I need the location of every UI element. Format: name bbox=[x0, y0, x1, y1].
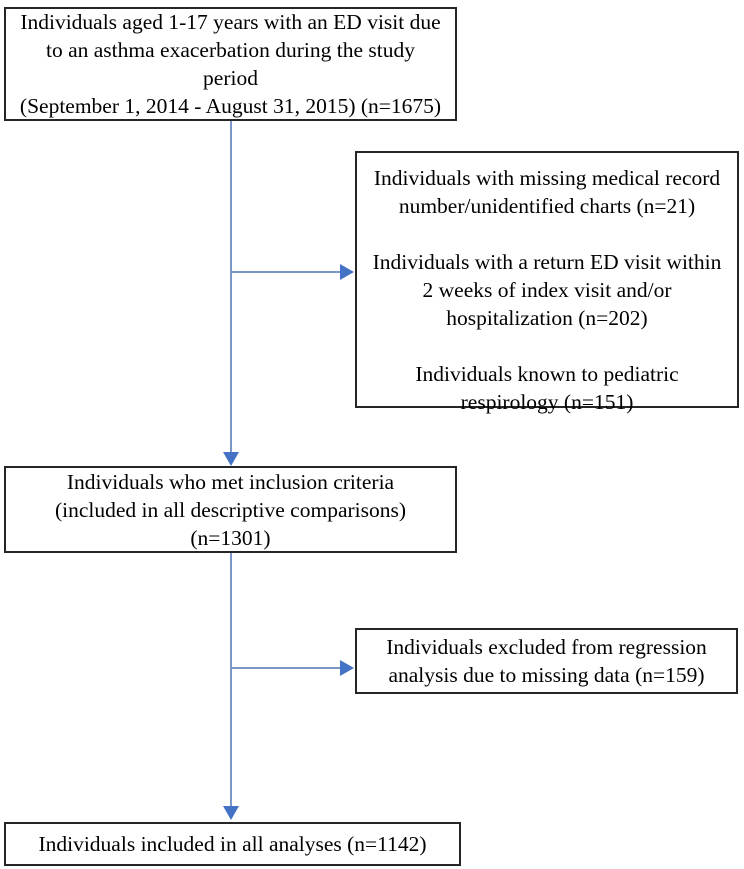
box-initial-exclusions: Individuals with missing medical record … bbox=[355, 151, 739, 414]
box-text-line: Individuals excluded from regression bbox=[386, 635, 707, 659]
box-text-line: Individuals known to pediatric bbox=[415, 362, 679, 386]
box-final-analysis-population: Individuals included in all analyses (n=… bbox=[4, 822, 461, 866]
box-text-line: Individuals with a return ED visit withi… bbox=[372, 250, 722, 274]
box-text-line: period bbox=[203, 66, 258, 90]
box-text-line: 2 weeks of index visit and/or bbox=[422, 278, 672, 302]
box-met-inclusion-criteria: Individuals who met inclusion criteria (… bbox=[4, 466, 457, 553]
box-text-line: (n=1301) bbox=[190, 525, 271, 550]
box-regression-exclusions: Individuals excluded from regression ana… bbox=[355, 628, 738, 694]
box-text-line: Individuals who met inclusion criteria bbox=[66, 469, 395, 494]
box-text-line: (included in all descriptive comparisons… bbox=[54, 497, 407, 522]
arrow-inclusion-to-final-head bbox=[223, 806, 239, 820]
exclusion-item-known-respirology: Individuals known to pediatric respirolo… bbox=[357, 360, 737, 416]
box-text-line: Individuals aged 1-17 years with an ED v… bbox=[20, 10, 441, 34]
arrow-top-to-inclusion-head bbox=[223, 452, 239, 466]
exclusion-item-return-visit: Individuals with a return ED visit withi… bbox=[357, 248, 737, 332]
box-text-line: Individuals included in all analyses (n=… bbox=[38, 832, 427, 856]
arrow-branch-exclusions1-head bbox=[340, 264, 354, 280]
exclusion-item-missing-mrn: Individuals with missing medical record … bbox=[357, 164, 737, 220]
box-text-line: number/unidentified charts (n=21) bbox=[398, 194, 696, 218]
box-text-line: analysis due to missing data (n=159) bbox=[388, 663, 705, 687]
arrow-branch-exclusions2-head bbox=[340, 660, 354, 676]
box-text-line: Individuals with missing medical record bbox=[373, 166, 721, 190]
box-text-line: to an asthma exacerbation during the stu… bbox=[46, 38, 415, 62]
box-text-line: respirology (n=151) bbox=[460, 390, 634, 414]
box-text-line: hospitalization (n=202) bbox=[446, 306, 648, 330]
box-eligible-population: Individuals aged 1-17 years with an ED v… bbox=[4, 7, 457, 121]
box-text-line: (September 1, 2014 - August 31, 2015) (n… bbox=[19, 94, 442, 118]
